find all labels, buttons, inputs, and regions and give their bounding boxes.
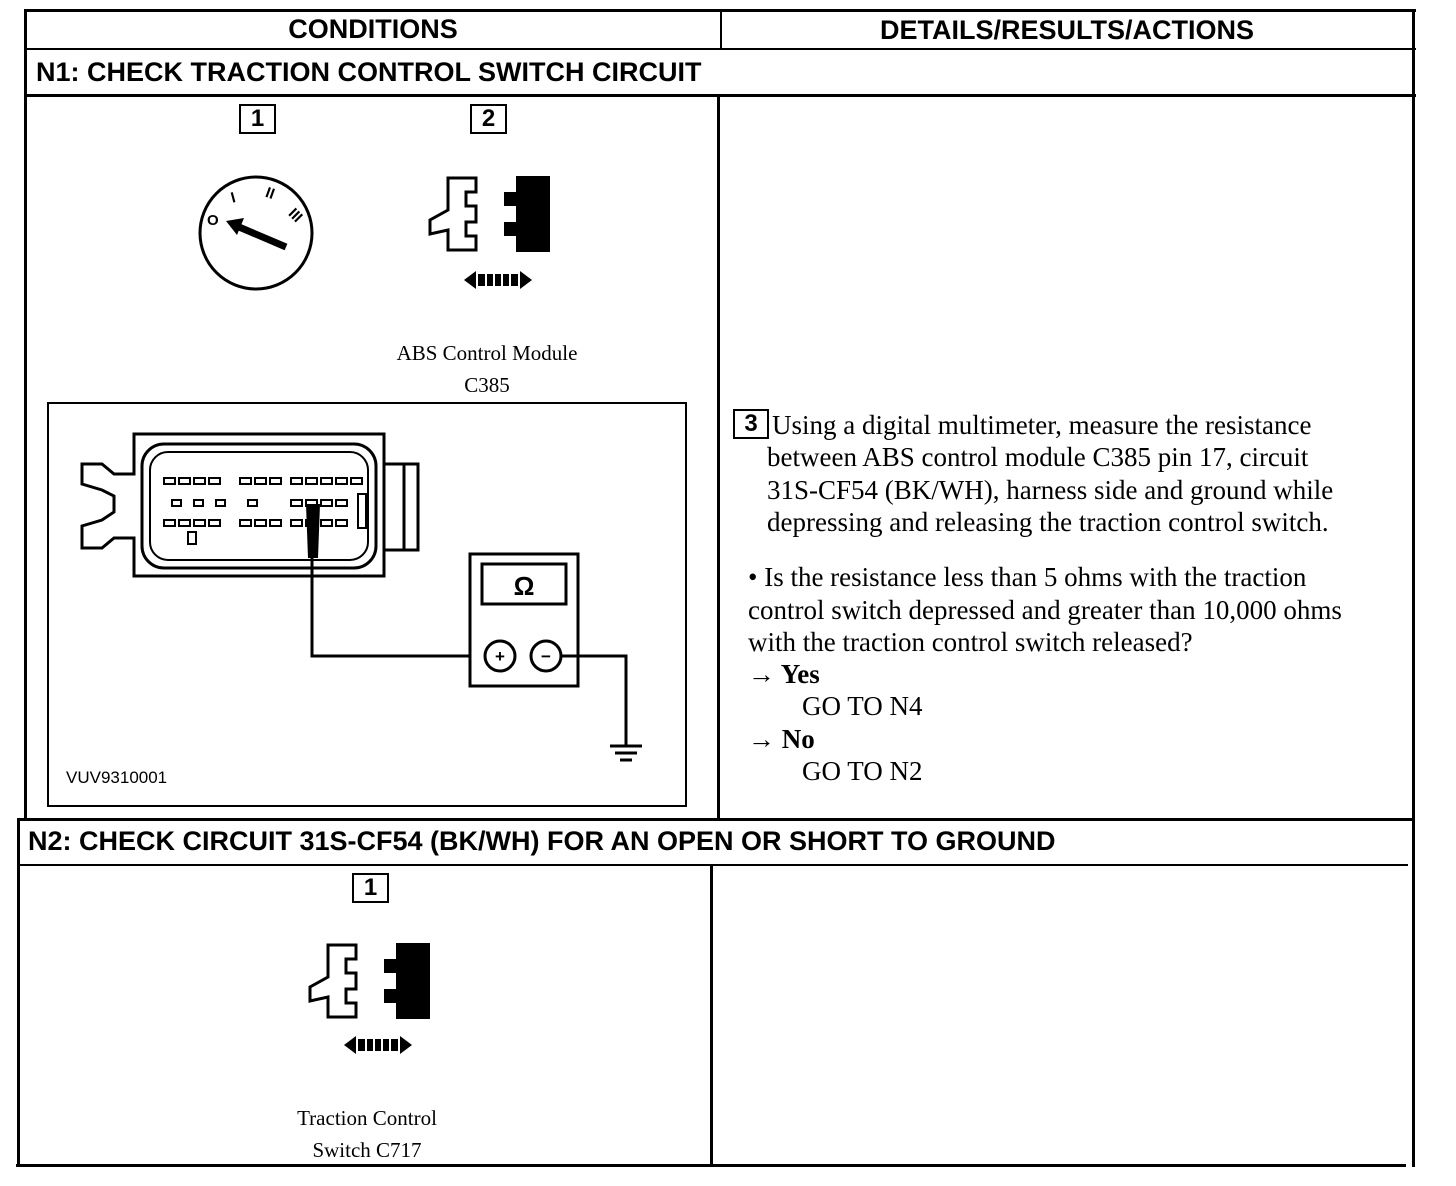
ignition-switch-figure: O I II III [198,175,314,291]
conditions-header: CONDITIONS [288,14,458,44]
disconnect-connector-icon [308,943,430,1054]
ignition-mark-one: I [229,189,237,207]
meter-plus-terminal [483,639,517,673]
header-divider [26,48,1416,50]
disconnect-connector-icon [428,176,550,289]
step3-line: 31S-CF54 (BK/WH), harness side and groun… [767,475,1334,505]
step3-line: between ABS control module C385 pin 17, … [767,442,1309,472]
multimeter-wiring: Ω + − [310,552,642,762]
double-arrow-icon [344,1036,412,1054]
question-line: with the traction control switch release… [748,627,1193,657]
table-left-border [24,9,27,820]
ignition-mark-off: O [207,212,219,229]
step3-line: Using a digital multimeter, measure the … [772,410,1312,440]
n1-step2-box: 2 [470,104,507,134]
pin-row-middle [171,499,348,507]
pin-row-bottom [163,519,348,527]
details-header: DETAILS/RESULTS/ACTIONS [879,15,1254,45]
ohm-symbol: Ω [514,571,535,601]
yes-label: → Yes [748,659,820,689]
double-arrow-icon [464,271,532,289]
n1-title-divider [26,94,1416,97]
traction-switch-label-line2: Switch C717 [312,1138,422,1162]
yes-action-link[interactable]: GO TO N4 [802,691,923,721]
n1-title: N1: CHECK TRACTION CONTROL SWITCH CIRCUI… [36,57,702,87]
n1-step1-box: 1 [239,104,276,134]
n1-column-divider [717,95,720,820]
ignition-key-arrow [226,218,288,251]
svg-text:−: − [541,647,551,666]
table-left-border-lower [17,818,20,1167]
ground-symbol-icon [610,744,642,762]
n2-title-divider [18,864,1408,866]
question-line: • Is the resistance less than 5 ohms wit… [748,562,1307,592]
n2-step1-box: 1 [352,873,389,903]
n1-n2-divider [18,818,1412,821]
abs-module-label-line2: C385 [464,373,510,397]
n2-column-divider [710,864,713,1167]
abs-module-label-line1: ABS Control Module [396,341,578,365]
no-action-link[interactable]: GO TO N2 [802,756,923,786]
pin-row-top [163,477,363,485]
multimeter-diagram [47,402,687,807]
abs-connector-c385-drawing [80,432,420,578]
step3-line: depressing and releasing the traction co… [767,507,1329,537]
n2-title: N2: CHECK CIRCUIT 31S-CF54 (BK/WH) FOR A… [28,826,1056,856]
header-column-divider [720,9,722,49]
svg-text:+: + [495,647,505,666]
diagram-code: VUV9310001 [66,768,168,787]
traction-switch-label-line1: Traction Control [297,1106,437,1130]
no-label: → No [748,724,815,754]
table-right-border [1412,9,1415,1167]
question-line: control switch depressed and greater tha… [748,595,1342,625]
n1-step3-box: 3 [733,409,769,439]
